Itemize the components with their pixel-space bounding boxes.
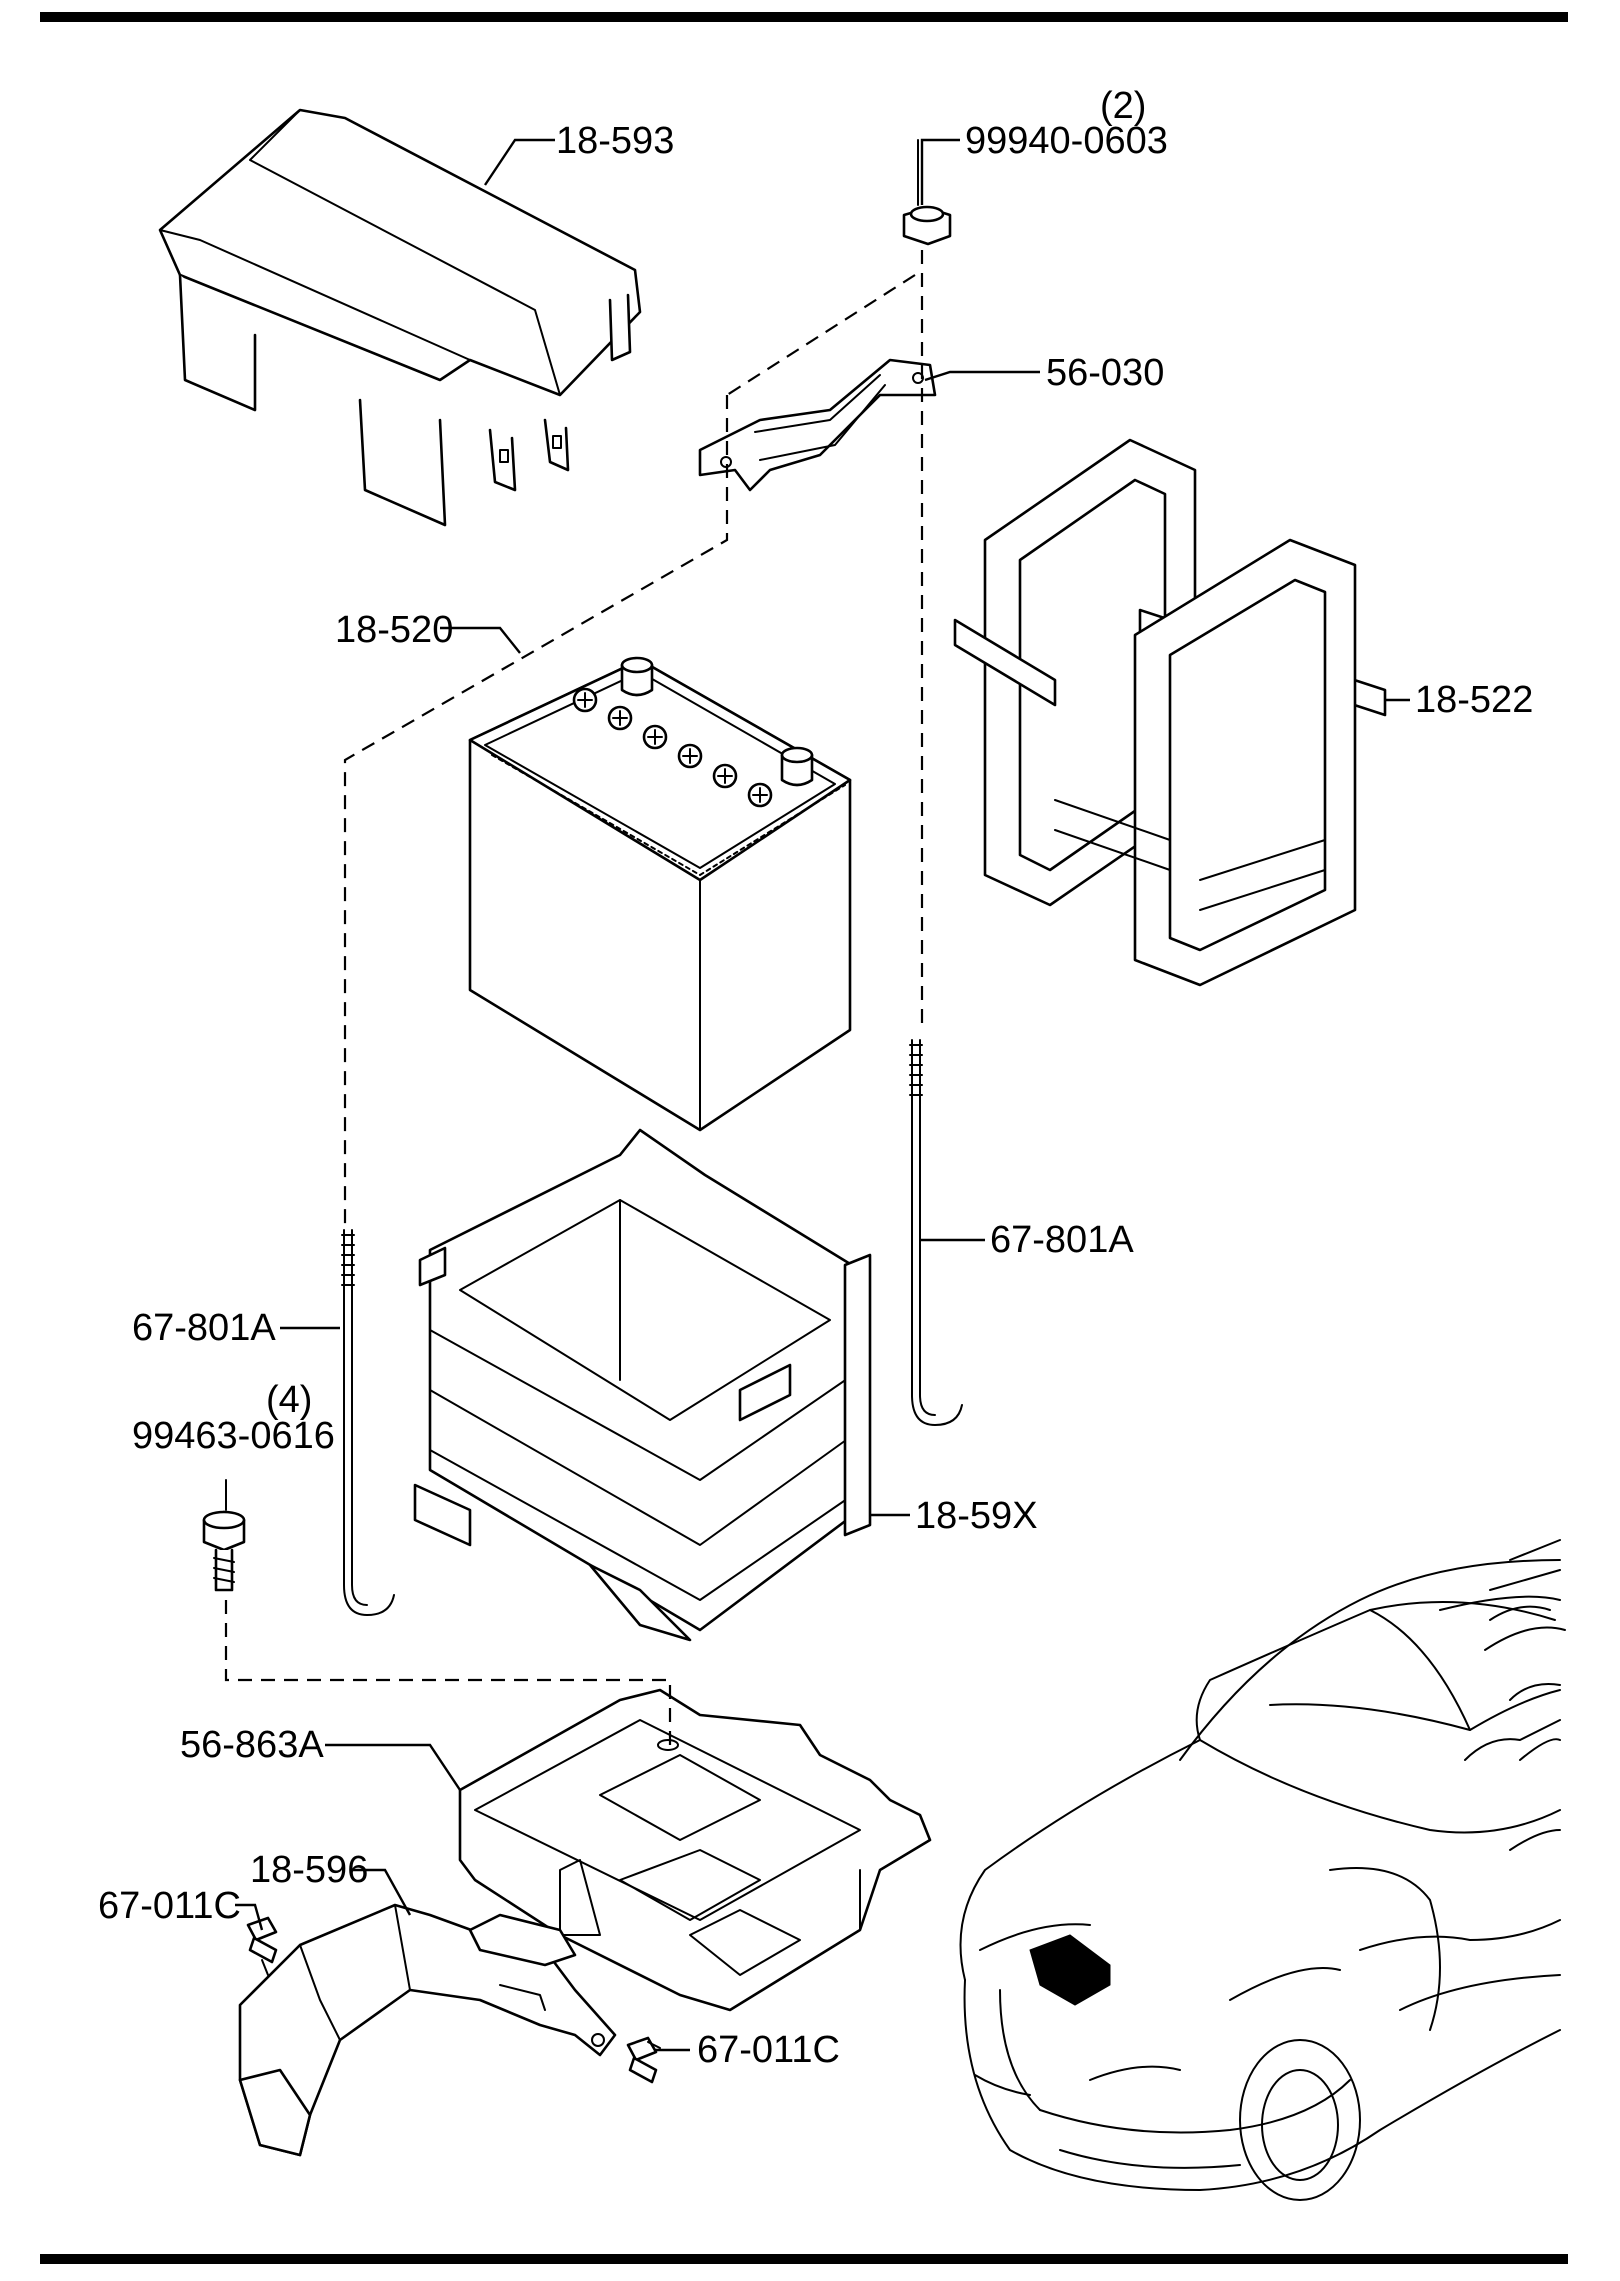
label-clamp: 56-030 xyxy=(1046,352,1164,394)
insulator-drawing xyxy=(953,438,1387,987)
label-cover: 18-593 xyxy=(556,120,674,162)
label-bracket: 56-863A xyxy=(180,1724,324,1766)
label-clip-right: 67-011C xyxy=(697,2029,840,2071)
battery-location-marker xyxy=(1029,1934,1111,2006)
part-labels: 18-593 (2) 99940-0603 56-030 18-520 18-5… xyxy=(98,85,1533,2071)
duct-drawing xyxy=(238,1903,617,2157)
clamp-drawing xyxy=(698,358,937,492)
vehicle-location-view xyxy=(959,1539,1566,2201)
rod-right-drawing xyxy=(909,1039,963,1426)
label-bolt-qty: (4) xyxy=(266,1379,312,1421)
battery-terminal-right xyxy=(780,746,814,787)
label-duct: 18-596 xyxy=(250,1849,368,1891)
label-bolt: 99463-0616 xyxy=(132,1415,335,1457)
label-nut-qty: (2) xyxy=(1100,85,1146,127)
battery-cover-drawing xyxy=(158,108,642,527)
rod-left-drawing xyxy=(341,1229,395,1616)
bolt-drawing xyxy=(202,1479,246,1592)
label-battery: 18-520 xyxy=(335,609,453,651)
clip-right-drawing xyxy=(626,2036,661,2084)
label-insulator: 18-522 xyxy=(1415,679,1533,721)
label-nut: 99940-0603 xyxy=(965,120,1168,162)
leader-lines xyxy=(235,138,1410,2052)
label-rod-right: 67-801A xyxy=(990,1219,1134,1261)
label-rod-left: 67-801A xyxy=(132,1307,276,1349)
label-tray: 18-59X xyxy=(915,1495,1038,1537)
top-rule xyxy=(40,12,1568,22)
bottom-rule xyxy=(40,2254,1568,2264)
assembly-dashed-lines xyxy=(224,250,924,1750)
battery-terminal-left xyxy=(620,656,654,697)
tray-drawing xyxy=(413,1128,872,1642)
battery-vent-caps xyxy=(572,687,773,808)
label-clip-left: 67-011C xyxy=(98,1885,241,1927)
nut-drawing xyxy=(902,139,952,246)
battery-drawing xyxy=(468,656,852,1132)
